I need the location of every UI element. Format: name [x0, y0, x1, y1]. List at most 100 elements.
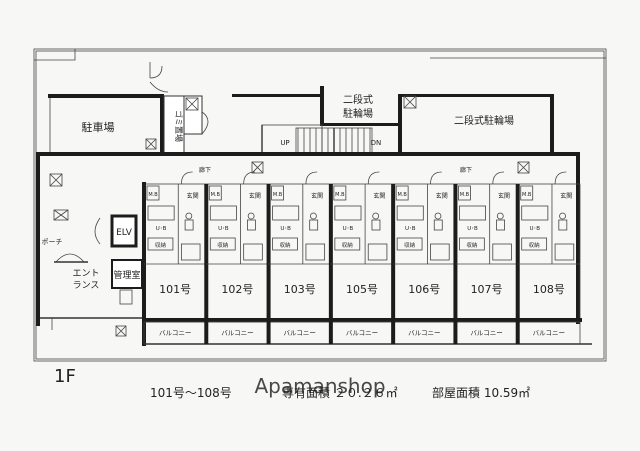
unit-number-label: 103号: [284, 283, 316, 296]
stair-up-label: UP: [280, 139, 289, 147]
corridor-top-wall: [36, 152, 580, 156]
unit-storage-label: 収納: [342, 241, 354, 249]
bike-parking-label-2: 二段式駐輪場: [454, 114, 514, 127]
footer-area-right: 部屋面積 10.59㎡: [432, 385, 530, 400]
toilet-icon: [372, 212, 380, 220]
boundary-notch: [34, 49, 76, 61]
unit-genkan-label: 玄関: [436, 192, 448, 200]
unit-meter-box-label: M.B: [211, 192, 221, 198]
unit-genkan-label: 玄関: [560, 192, 572, 200]
unit-bath-label: U･B: [530, 226, 541, 232]
balcony-label: バルコニー: [159, 329, 191, 337]
site-boundary: [33, 48, 607, 362]
parking-vent-icon: [145, 138, 157, 150]
balcony-label: バルコニー: [533, 329, 565, 337]
unit-bath-label: U･B: [405, 226, 416, 232]
unit-number-label: 107号: [471, 283, 503, 296]
unit-bath-label: U･B: [218, 226, 229, 232]
kitchen-counter: [430, 243, 450, 261]
stair-treads: [295, 127, 373, 155]
footer-area-left: 専有面積 ２０.２６㎡: [282, 385, 398, 400]
balcony-label: バルコニー: [470, 329, 502, 337]
unit-storage-label: 収納: [155, 241, 167, 249]
unit-door-swing: [367, 171, 380, 185]
unit-door-swing: [305, 171, 318, 185]
unit-bath-label: U･B: [343, 226, 354, 232]
door-swing-icon-2: [149, 81, 169, 93]
unit-number-label: 102号: [221, 283, 253, 296]
balcony-label: バルコニー: [346, 329, 378, 337]
unit-meter-box-label: M.B: [522, 192, 532, 198]
toilet-icon: [559, 212, 566, 220]
management-door: [119, 289, 133, 305]
garbage-door-icon: [201, 111, 209, 135]
unit-number-label: 105号: [346, 283, 378, 296]
entrance-label-line1: エント: [72, 269, 99, 279]
garbage-label: ゴミ置場: [174, 110, 184, 142]
floor-label: 1F: [54, 366, 76, 387]
corridor-vent-icon-1: [251, 161, 264, 174]
unit-genkan-label: 玄関: [373, 192, 385, 200]
unit-door-swing: [243, 171, 255, 185]
garbage-vent-icon: [185, 97, 199, 111]
balcony-label: バルコニー: [408, 329, 440, 337]
unit-fixtures: M.B 玄関 U･B 収納 M.B 玄関 U･B 収納 M.B 玄関 U･B 収納 M.B 玄関 U･B 収納…: [146, 171, 575, 261]
unit-storage-label: 収納: [466, 241, 478, 249]
unit-door-swing: [180, 171, 193, 185]
unit-meter-box-label: M.B: [335, 192, 345, 198]
bike-parking-label-line2: 駐輪場: [343, 107, 373, 120]
unit-genkan-label: 玄関: [249, 192, 261, 200]
toilet-icon: [310, 212, 317, 220]
toilet-icon: [496, 212, 504, 220]
entrance-vent-icon: [49, 173, 63, 187]
stair-box: [261, 124, 323, 156]
unit-genkan-label: 玄関: [498, 192, 510, 200]
unit-genkan-label: 玄関: [311, 192, 323, 200]
kitchen-counter: [180, 243, 201, 261]
balcony-label: バルコニー: [221, 329, 253, 337]
unit-meter-box-label: M.B: [460, 192, 470, 198]
management-label: 管理室: [113, 269, 140, 281]
unit-door-swing: [430, 171, 442, 185]
unit-storage-label: 収納: [217, 241, 229, 249]
elv-door-swing: [94, 217, 101, 245]
unit-storage-label: 収納: [280, 241, 292, 249]
balcony-label: バルコニー: [284, 329, 316, 337]
kitchen-counter: [554, 243, 575, 261]
bike-vent-icon: [403, 95, 417, 109]
footer-range: 101号～108号: [150, 386, 232, 400]
bike-parking-label-line1: 二段式: [343, 93, 373, 106]
corridor-label-1: 廊下: [199, 166, 211, 174]
unit-door-swing: [492, 171, 505, 185]
parking-top-wall: [48, 94, 160, 98]
corridor-label-2: 廊下: [460, 166, 472, 174]
unit-labels: 101号バルコニー102号バルコニー103号バルコニー105号バルコニー106号…: [159, 283, 565, 337]
unit-bath-label: U･B: [467, 226, 478, 232]
unit-number-label: 106号: [408, 283, 440, 296]
units-bottom-wall: [142, 318, 582, 322]
stair-down-label: DN: [371, 139, 382, 147]
parking-right-wall: [160, 94, 164, 156]
entrance-vent-icon-2: [115, 325, 127, 337]
kitchen-counter: [367, 243, 388, 261]
door-swing-icon: [149, 62, 163, 79]
east-wall: [576, 152, 580, 324]
toilet-icon: [434, 212, 442, 220]
elevator-label: ELV: [116, 228, 133, 238]
unit-door-swing: [554, 171, 567, 185]
toilet-icon: [185, 212, 193, 220]
porch-label: ポーチ: [42, 238, 63, 246]
kitchen-counter: [305, 243, 326, 261]
entrance-label-line2: ランス: [73, 280, 100, 291]
units-strip: [143, 183, 581, 323]
parking-label: 駐車場: [82, 120, 115, 134]
unit-number-label: 108号: [533, 283, 565, 296]
unit-meter-box-label: M.B: [397, 192, 407, 198]
unit-bath-label: U･B: [280, 226, 291, 232]
kitchen-counter: [492, 243, 512, 261]
unit-storage-label: 収納: [529, 241, 541, 249]
unit-bath-label: U･B: [156, 226, 167, 232]
toilet-icon: [247, 212, 255, 220]
unit-storage-label: 収納: [404, 241, 416, 249]
unit-meter-box-label: M.B: [148, 192, 158, 198]
